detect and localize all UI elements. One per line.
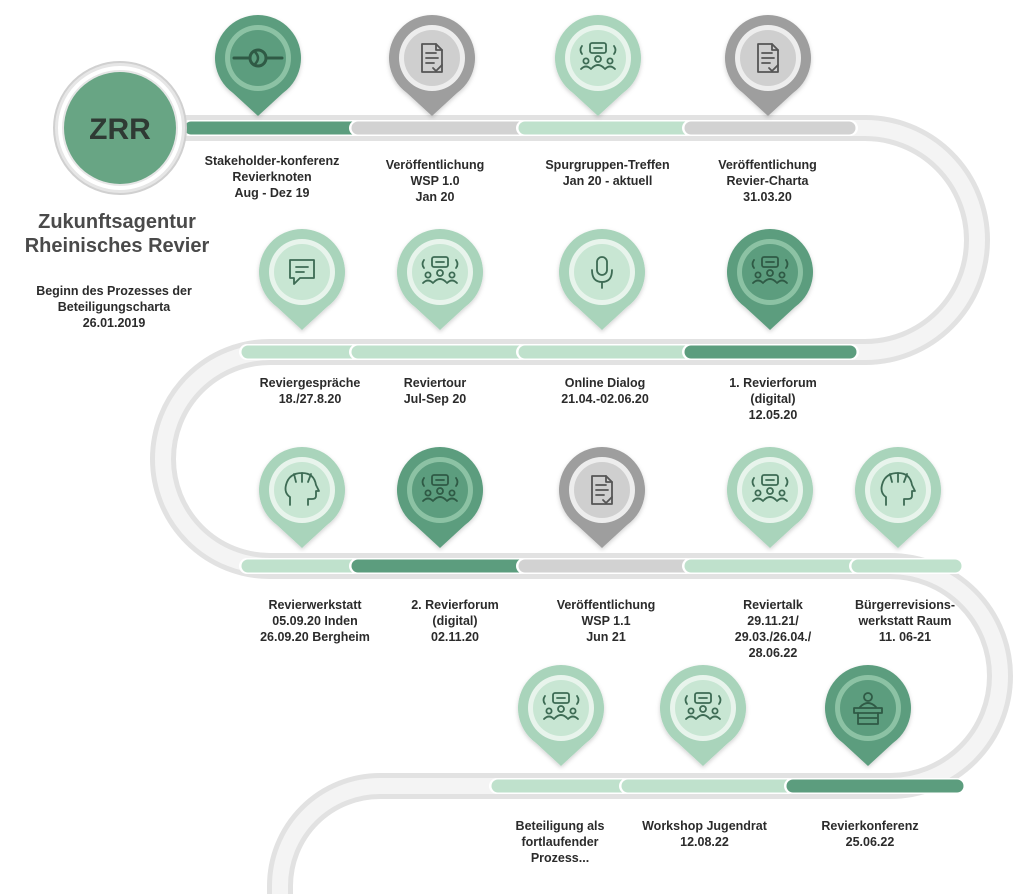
knot-icon [232, 48, 284, 68]
milestone-label: Workshop Jugendrat 12.08.22 [642, 819, 767, 849]
milestone-label: Revierkonferenz 25.06.22 [821, 819, 919, 849]
zrr-logo: ZRR [53, 61, 187, 195]
milestone-label: Veröffentlichung WSP 1.0 Jan 20 [385, 158, 485, 204]
group-icon [542, 692, 580, 720]
group-icon [579, 42, 617, 70]
org-subtitle: Beginn des Prozesses der Beteiligungscha… [36, 284, 192, 330]
milestone-pin [559, 228, 645, 330]
document-icon [757, 43, 779, 73]
milestone-pin [389, 14, 475, 117]
microphone-icon [591, 256, 613, 289]
logo-text: ZRR [89, 113, 151, 146]
milestone-label: 2. Revierforum (digital) 02.11.20 [411, 598, 499, 644]
milestone-pin [855, 446, 941, 548]
speaker-podium-icon [853, 692, 883, 725]
milestone-label: Veröffentlichung Revier-Charta 31.03.20 [718, 158, 817, 204]
group-icon [421, 474, 459, 502]
milestone-pin [397, 446, 483, 548]
milestone-pin [725, 14, 811, 117]
document-icon [591, 475, 613, 505]
group-icon [751, 256, 789, 284]
milestone-label: Reviertalk 29.11.21/ 29.03./26.04./ 28.0… [734, 598, 812, 660]
milestone-label: Revierwerkstatt 05.09.20 Inden 26.09.20 … [260, 598, 370, 644]
milestone-pin [559, 446, 645, 548]
milestone-label: Bürgerrevisions- werkstatt Raum 11. 06-2… [854, 598, 956, 644]
milestone-pin [824, 664, 912, 766]
milestone-label: Beteiligung als fortlaufender Prozess... [515, 819, 605, 865]
milestone-label: Reviertour Jul-Sep 20 [403, 376, 467, 406]
milestone-label: Veröffentlichung WSP 1.1 Jun 21 [556, 598, 656, 644]
group-icon [751, 474, 789, 502]
org-name: Zukunftsagentur Rheinisches Revier [24, 211, 210, 257]
group-icon [421, 256, 459, 284]
milestone-label: Online Dialog 21.04.-02.06.20 [561, 376, 649, 406]
milestone-label: 1. Revierforum (digital) 12.05.20 [729, 376, 817, 422]
document-icon [421, 43, 443, 73]
chat-icon [289, 259, 315, 285]
group-icon [684, 692, 722, 720]
head-ideas-icon [880, 472, 916, 506]
milestone-pin [259, 446, 345, 548]
milestone-label: Spurgruppen-Treffen Jan 20 - aktuell [545, 158, 670, 188]
milestone-pin [518, 664, 604, 766]
milestone-pin [259, 228, 345, 330]
milestone-label: Stakeholder-konferenz Revierknoten Aug -… [204, 154, 340, 200]
milestone-label: Reviergespräche 18./27.8.20 [259, 376, 361, 406]
head-ideas-icon [284, 472, 320, 506]
